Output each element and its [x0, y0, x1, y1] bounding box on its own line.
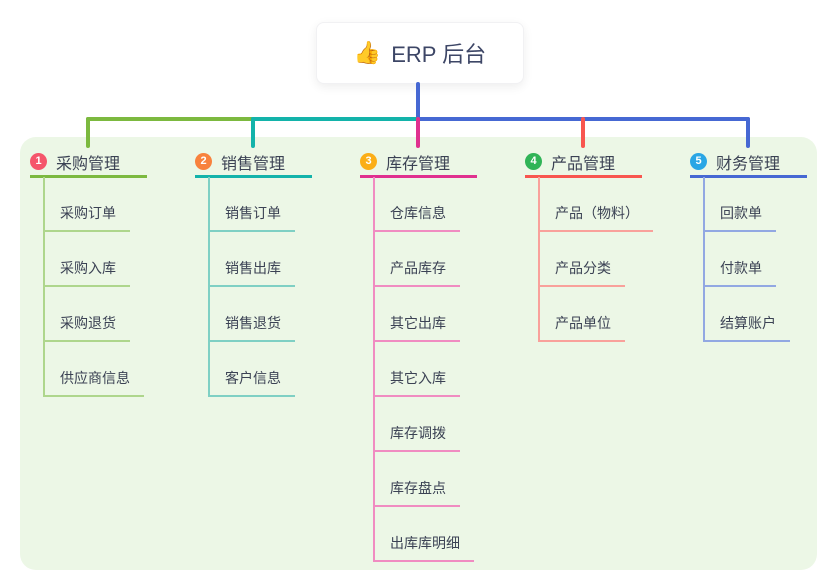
branch-subitems-2: 销售订单销售出库销售退货客户信息	[208, 177, 295, 397]
root-connector	[416, 82, 420, 121]
branch-header-1[interactable]: 1 采购管理	[30, 148, 147, 178]
subitem-node[interactable]: 回款单	[705, 177, 776, 232]
subitem-node[interactable]: 付款单	[705, 232, 776, 287]
branch-header-5[interactable]: 5 财务管理	[690, 148, 807, 178]
subitem-node[interactable]: 客户信息	[210, 342, 295, 397]
subitem-node[interactable]: 其它入库	[375, 342, 460, 397]
connector-tick	[86, 117, 90, 148]
subitem-node[interactable]: 产品库存	[375, 232, 460, 287]
subitem-node[interactable]: 销售出库	[210, 232, 295, 287]
branch-label: 销售管理	[221, 155, 286, 173]
connector-tick	[581, 117, 585, 148]
subitem-node[interactable]: 销售退货	[210, 287, 295, 342]
branch-badge: 3	[360, 153, 377, 170]
root-node[interactable]: 👍 ERP 后台	[316, 22, 524, 84]
branch-label: 库存管理	[386, 155, 451, 173]
subitem-node[interactable]: 结算账户	[705, 287, 790, 342]
subitem-node[interactable]: 库存盘点	[375, 452, 460, 507]
branch-header-2[interactable]: 2 销售管理	[195, 148, 312, 178]
subitem-node[interactable]: 产品单位	[540, 287, 625, 342]
connector-tick	[746, 117, 750, 148]
subitem-node[interactable]: 仓库信息	[375, 177, 460, 232]
subitem-node[interactable]: 库存调拨	[375, 397, 460, 452]
subitem-node[interactable]: 采购退货	[45, 287, 130, 342]
connector-rail-segment	[251, 117, 420, 121]
subitem-node[interactable]: 产品分类	[540, 232, 625, 287]
connector-tick	[251, 117, 255, 148]
branch-badge: 1	[30, 153, 47, 170]
branch-header-3[interactable]: 3 库存管理	[360, 148, 477, 178]
branch-header-4[interactable]: 4 产品管理	[525, 148, 642, 178]
branch-badge: 4	[525, 153, 542, 170]
subitem-node[interactable]: 其它出库	[375, 287, 460, 342]
branch-subitems-4: 产品（物料）产品分类产品单位	[538, 177, 653, 342]
subitem-node[interactable]: 产品（物料）	[540, 177, 653, 232]
branch-subitems-3: 仓库信息产品库存其它出库其它入库库存调拨库存盘点出库库明细	[373, 177, 474, 562]
branch-subitems-1: 采购订单采购入库采购退货供应商信息	[43, 177, 144, 397]
branch-label: 采购管理	[56, 155, 121, 173]
branch-label: 产品管理	[551, 155, 616, 173]
branch-badge: 5	[690, 153, 707, 170]
thumbs-up-icon: 👍	[353, 40, 382, 65]
branch-subitems-5: 回款单付款单结算账户	[703, 177, 790, 342]
branches-panel	[20, 137, 817, 570]
subitem-node[interactable]: 出库库明细	[375, 507, 474, 562]
subitem-node[interactable]: 销售订单	[210, 177, 295, 232]
branch-label: 财务管理	[716, 155, 781, 173]
subitem-node[interactable]: 供应商信息	[45, 342, 144, 397]
root-label: ERP 后台	[391, 42, 487, 67]
connector-tick	[416, 117, 420, 148]
branch-badge: 2	[195, 153, 212, 170]
subitem-node[interactable]: 采购入库	[45, 232, 130, 287]
subitem-node[interactable]: 采购订单	[45, 177, 130, 232]
connector-rail-segment	[86, 117, 255, 121]
